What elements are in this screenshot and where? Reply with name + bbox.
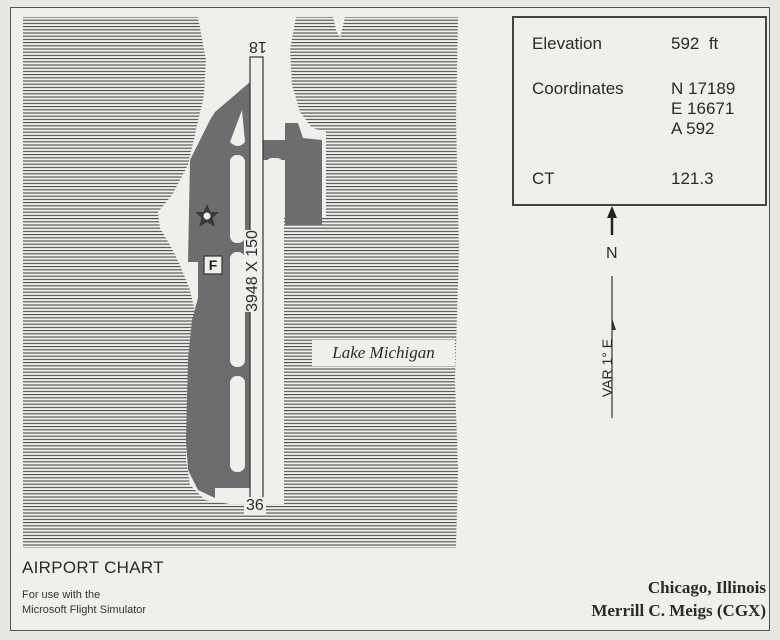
fuel-icon: F	[203, 255, 223, 275]
apron-east	[262, 123, 322, 225]
location-name: Chicago, Illinois	[647, 578, 766, 597]
coord-a: A 592	[671, 119, 715, 138]
fuel-label: F	[209, 257, 218, 273]
coordinates-values: N 17189 E 16671 A 592	[671, 79, 735, 139]
elevation-value: 592	[671, 34, 700, 53]
north-label: N	[606, 245, 618, 262]
ct-value: 121.3	[671, 169, 714, 188]
subtitle-line-1: For use with the	[22, 589, 101, 601]
elevation-unit: ft	[708, 34, 719, 53]
shore-inlet	[333, 17, 345, 38]
coordinates-label: Coordinates	[532, 79, 624, 98]
north-arrow-icon	[607, 206, 617, 235]
elevation-value-group: 592 ft	[671, 34, 718, 54]
coord-n: N 17189	[671, 79, 736, 98]
runway-end-18: 18	[249, 38, 267, 55]
runway-end-36: 36	[244, 497, 266, 515]
elevation-label: Elevation	[532, 34, 602, 53]
airport-name: Merrill C. Meigs (CGX)	[591, 601, 766, 620]
subtitle-line-2: Microsoft Flight Simulator	[22, 604, 147, 616]
lake-michigan-label: Lake Michigan	[312, 340, 455, 366]
chart-title: AIRPORT CHART	[22, 558, 164, 577]
taxiway-islands	[230, 110, 283, 472]
runway-dimensions: 3948 X 150	[243, 230, 262, 312]
ct-label: CT	[532, 169, 555, 188]
coord-e: E 16671	[671, 99, 735, 118]
tower-star-icon	[195, 204, 219, 227]
magnetic-arrow-icon	[612, 318, 616, 330]
airport-info-box: Elevation 592 ft Coordinates N 17189 E 1…	[512, 16, 767, 206]
variation-label: VAR 1° E	[599, 338, 616, 398]
